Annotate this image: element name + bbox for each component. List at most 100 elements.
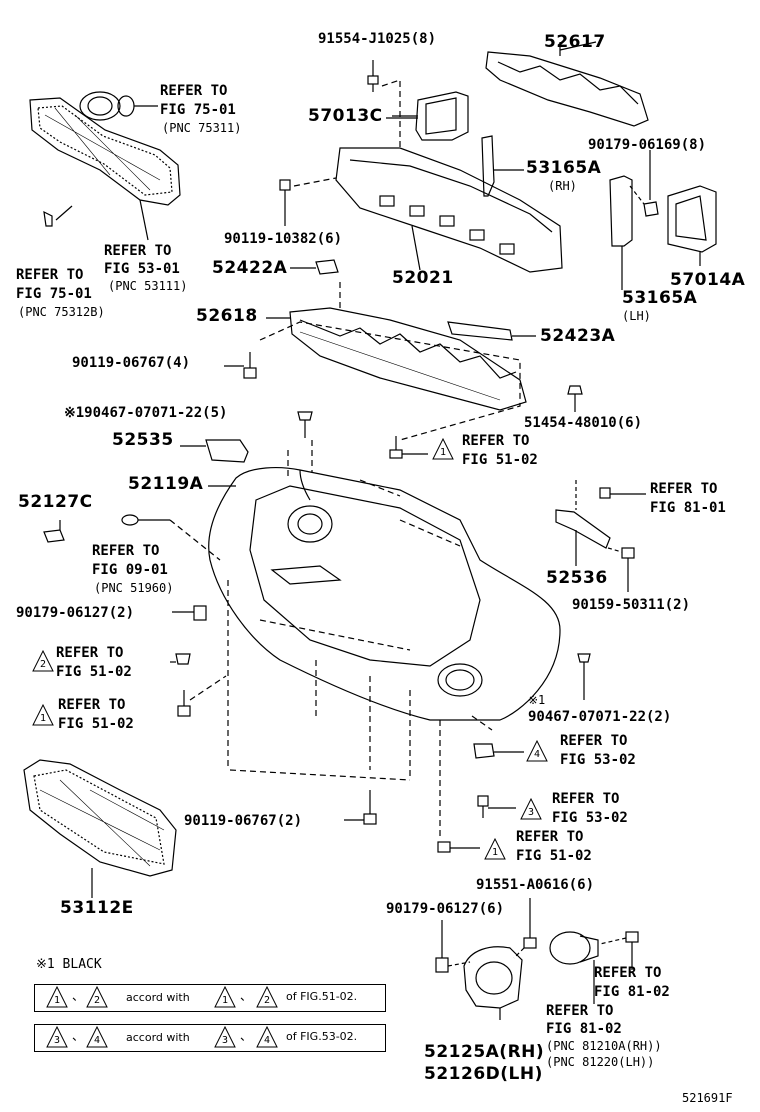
screw-91551-drawing xyxy=(513,898,537,959)
refer-8102-lower-line4: (PNC 81220(LH)) xyxy=(546,1055,655,1069)
legend-row1-num-d: 2 xyxy=(264,995,271,1006)
note-triangle-1-upper xyxy=(432,438,454,460)
label-53165a-lh: 53165A xyxy=(622,288,698,308)
refer-8102-lower-line3: (PNC 81210A(RH)) xyxy=(546,1039,662,1053)
bolt-90159-drawing xyxy=(607,547,635,592)
clip-90467-right-drawing xyxy=(577,653,591,700)
refer-75311-line2: FIG 75-01 xyxy=(160,102,236,118)
clip-90179-06127-drawing xyxy=(172,605,207,621)
bolt-90119-06767-lower-drawing xyxy=(344,790,377,825)
note-triangle-1-bottom xyxy=(484,838,506,860)
label-52127c: 52127C xyxy=(18,492,93,512)
bumper-cover-52119a-drawing xyxy=(208,467,561,721)
label-52535: 52535 xyxy=(112,430,174,450)
note-triangle-3-number: 3 xyxy=(528,807,535,818)
legend-row2-triangle-a xyxy=(46,1026,68,1048)
emblem-clip-drawing xyxy=(43,210,53,227)
label-52536: 52536 xyxy=(546,568,608,588)
note-triangle-1-left-number: 1 xyxy=(40,713,47,724)
refer-53111-line3: (PNC 53111) xyxy=(108,279,188,293)
label-52422a: 52422A xyxy=(212,258,288,278)
bracket-53165a-lh-drawing xyxy=(609,175,633,290)
refer-75311-line1: REFER TO xyxy=(160,83,228,99)
legend-row1-triangle-a xyxy=(46,986,68,1008)
label-90179-06169: 90179-06169(8) xyxy=(588,137,707,153)
label-91551-a0616: 91551-A0616(6) xyxy=(476,877,595,893)
label-52119a: 52119A xyxy=(128,474,204,494)
legend-row2-triangle-d xyxy=(256,1026,278,1048)
note-triangle-4-number: 4 xyxy=(534,749,541,760)
screw-refer-5302-3-drawing xyxy=(477,795,516,818)
label-52021: 52021 xyxy=(392,268,454,288)
note-triangle-2-left-number: 2 xyxy=(40,659,47,670)
refer-51960-line2: FIG 09-01 xyxy=(92,562,168,578)
label-53112e: 53112E xyxy=(60,898,134,918)
legend-row2-num-d: 4 xyxy=(264,1035,271,1046)
refer-75312b-line2: FIG 75-01 xyxy=(16,286,92,302)
label-51454-48010: 51454-48010(6) xyxy=(524,415,643,431)
absorber-52618-drawing xyxy=(289,307,527,411)
bracket-52535-drawing xyxy=(180,439,249,463)
refer-5102-upper-line1: REFER TO xyxy=(462,433,530,449)
label-90119-06767-2: 90119-06767(2) xyxy=(184,813,303,829)
label-57013c: 57013C xyxy=(308,106,383,126)
retainer-52423a-drawing xyxy=(447,321,513,341)
bolt-90119-06767-upper-drawing xyxy=(224,352,257,379)
refer-5302-4-line1: REFER TO xyxy=(560,733,628,749)
legend-row2-sep-b: 、 xyxy=(240,1029,253,1043)
clip-190467-drawing xyxy=(297,411,313,438)
label-90179-06127-2: 90179-06127(2) xyxy=(16,605,135,621)
legend-row1-num-a: 1 xyxy=(54,995,61,1006)
refer-8102-upper-line1: REFER TO xyxy=(594,965,662,981)
upper-grille-drawing xyxy=(29,97,181,206)
label-52617: 52617 xyxy=(544,32,606,52)
bolt-90179-06169-drawing xyxy=(629,150,659,217)
bolt-refer-5102-left-b-drawing xyxy=(177,675,227,717)
label-90119-10382: 90119-10382(6) xyxy=(224,231,343,247)
label-91554-j1025: 91554-J1025(8) xyxy=(318,31,437,47)
refer-5102-left-a-line2: FIG 51-02 xyxy=(56,664,132,680)
label-90119-06767-4: 90119-06767(4) xyxy=(72,355,191,371)
legend-row1-num-b: 2 xyxy=(94,995,101,1006)
refer-5102-left-b-line2: FIG 51-02 xyxy=(58,716,134,732)
fog-lamp-drawing xyxy=(549,931,599,1004)
bolt-refer-5102-bottom-drawing xyxy=(437,841,480,853)
label-star-1: ※1 xyxy=(528,693,546,707)
legend-row1-triangle-c xyxy=(214,986,236,1008)
towing-hook-drawing xyxy=(121,514,221,561)
legend-row1-num-c: 1 xyxy=(222,995,229,1006)
label-53165a-lh-qualifier: (LH) xyxy=(622,309,651,323)
bolt-91554-drawing xyxy=(367,60,379,92)
legend-row2-num-a: 3 xyxy=(54,1035,61,1046)
refer-8102-lower-line1: REFER TO xyxy=(546,1003,614,1019)
note-triangle-4 xyxy=(526,740,548,762)
legend-row-2 xyxy=(34,1024,386,1052)
legend-row2-num-c: 3 xyxy=(222,1035,229,1046)
fog-bezel-52125a-drawing xyxy=(463,946,523,1020)
bracket-57013c-drawing xyxy=(392,91,469,141)
legend-row2-text: accord with xyxy=(126,1031,190,1044)
clip-51454-drawing xyxy=(567,385,583,412)
note-triangle-3 xyxy=(520,798,542,820)
refer-5102-left-a-line1: REFER TO xyxy=(56,645,124,661)
label-90159-50311: 90159-50311(2) xyxy=(572,597,691,613)
label-190467-07071-22: ※190467-07071-22(5) xyxy=(64,405,228,421)
refer-5102-upper-line2: FIG 51-02 xyxy=(462,452,538,468)
bolt-90119-10382-drawing xyxy=(279,177,337,226)
label-52125a-rh: 52125A(RH) xyxy=(424,1042,545,1062)
label-53165a-rh-qualifier: (RH) xyxy=(548,179,577,193)
label-52423a: 52423A xyxy=(540,326,616,346)
label-52126d-lh: 52126D(LH) xyxy=(424,1064,543,1084)
refer-53111-line1: REFER TO xyxy=(104,243,172,259)
cap-52127c-drawing xyxy=(43,520,65,543)
legend-row1-triangle-b xyxy=(86,986,108,1008)
note-triangle-1-left xyxy=(32,704,54,726)
figure-code: 521691F xyxy=(682,1091,733,1105)
reinforcement-52021-drawing xyxy=(335,147,563,273)
legend-row2-sep-a: 、 xyxy=(72,1029,85,1043)
label-53165a-rh: 53165A xyxy=(526,158,602,178)
clip-90179-06127-lower-drawing xyxy=(435,920,471,973)
note-triangle-2-left xyxy=(32,650,54,672)
refer-5302-3-line1: REFER TO xyxy=(552,791,620,807)
